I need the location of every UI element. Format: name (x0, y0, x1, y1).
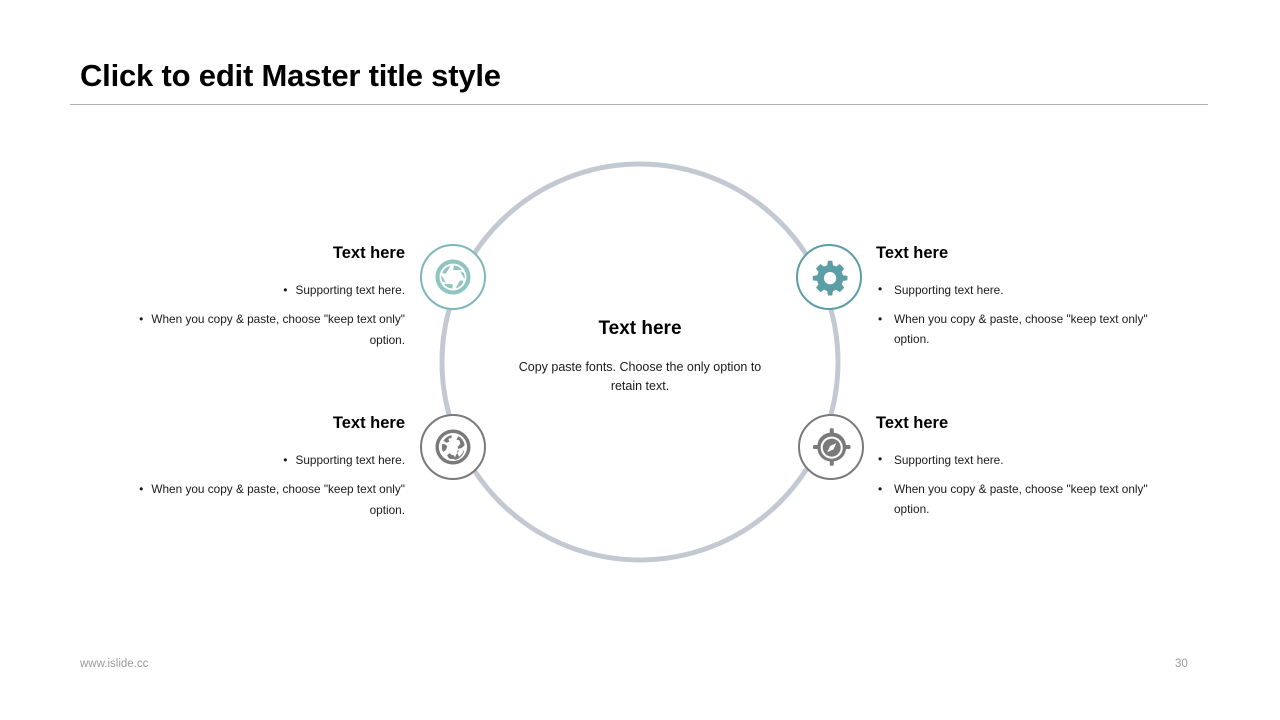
node-icon-bottom-left[interactable] (420, 414, 486, 480)
bullet-marker: • (283, 282, 288, 297)
node-bullet-list: Supporting text here. When you copy & pa… (876, 279, 1176, 350)
node-bullet-list: Supporting text here. When you copy & pa… (876, 449, 1176, 520)
center-title: Text here (598, 318, 682, 339)
node-text-top-left: Text here • Supporting text here. • When y… (105, 244, 405, 359)
node-text-top-right: Text here Supporting text here. When you… (876, 244, 1176, 359)
node-icon-bottom-right[interactable] (798, 414, 864, 480)
list-item: • Supporting text here. (105, 450, 405, 471)
node-bullet-list: • Supporting text here. • When you copy & … (105, 280, 405, 351)
globe-icon (435, 429, 471, 465)
title-divider (70, 104, 1208, 105)
node-heading: Text here (876, 414, 949, 432)
list-item: When you copy & paste, choose "keep text… (876, 309, 1176, 350)
list-item: • When you copy & paste, choose "keep tex… (105, 479, 405, 520)
diagram-ring (439, 161, 841, 563)
node-text-bottom-right: Text here Supporting text here. When you… (876, 414, 1176, 529)
node-text-bottom-left: Text here • Supporting text here. • When y… (105, 414, 405, 529)
list-item-text: Supporting text here. (295, 452, 405, 467)
node-heading: Text here (332, 414, 405, 432)
compass-icon (813, 428, 851, 466)
list-item: When you copy & paste, choose "keep text… (876, 479, 1176, 520)
list-item: • When you copy & paste, choose "keep tex… (105, 309, 405, 350)
page-number: 30 (1175, 658, 1188, 670)
list-item: Supporting text here. (876, 449, 1176, 470)
node-bullet-list: • Supporting text here. • When you copy & … (105, 450, 405, 521)
gear-icon (812, 260, 848, 296)
list-item: Supporting text here. (876, 279, 1176, 300)
bullet-marker: • (139, 482, 144, 497)
title-placeholder[interactable]: Click to edit Master title style (80, 58, 1208, 94)
list-item-text: Supporting text here. (295, 282, 405, 297)
center-text-block: Text here Copy paste fonts. Choose the o… (505, 318, 775, 397)
list-item: • Supporting text here. (105, 280, 405, 301)
list-item-text: When you copy & paste, choose "keep text… (151, 312, 405, 348)
bullet-marker: • (283, 452, 288, 467)
node-heading: Text here (876, 244, 949, 262)
node-icon-top-left[interactable] (420, 244, 486, 310)
footer-url[interactable]: www.islide.cc (80, 658, 149, 670)
bullet-marker: • (139, 312, 144, 327)
page-title: Click to edit Master title style (80, 58, 501, 93)
node-heading: Text here (332, 244, 405, 262)
center-body: Copy paste fonts. Choose the only option… (518, 360, 762, 394)
node-icon-top-right[interactable] (796, 244, 862, 310)
aperture-icon (435, 259, 471, 295)
list-item-text: When you copy & paste, choose "keep text… (151, 482, 405, 518)
